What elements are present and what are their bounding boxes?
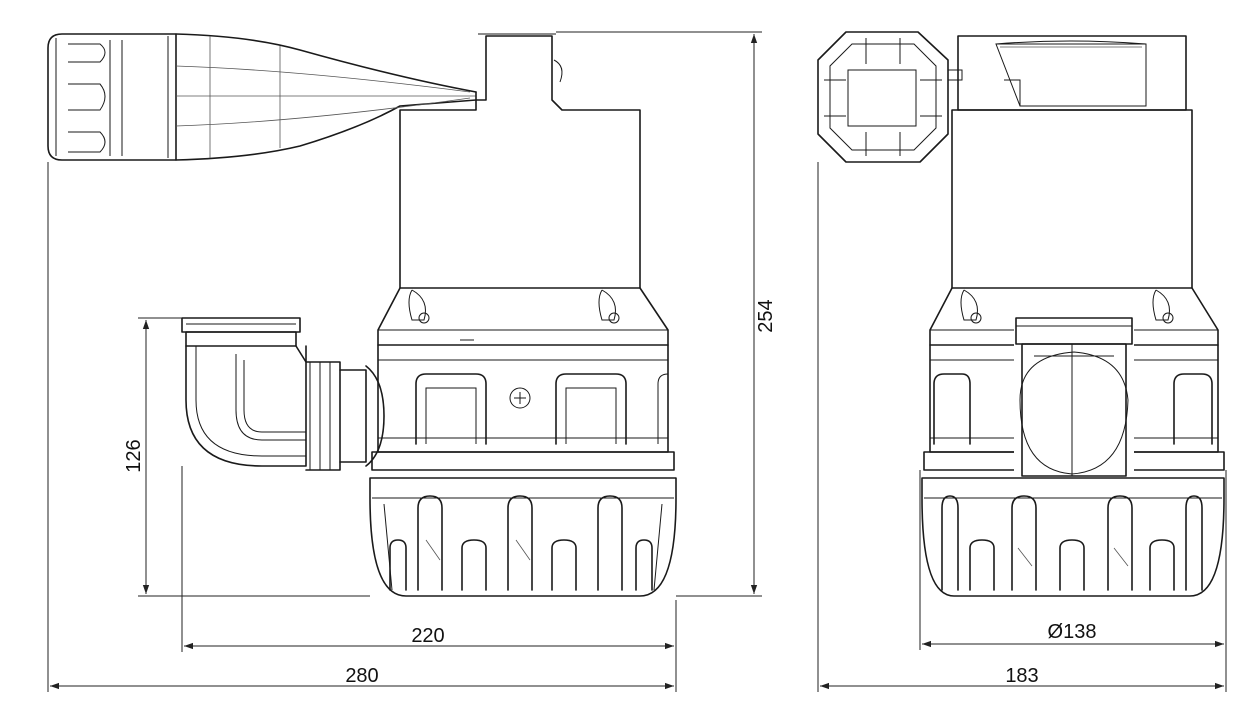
front-view: Ø138 183 — [817, 31, 1227, 692]
cable-end — [817, 31, 963, 163]
pump-body — [371, 344, 675, 471]
front-motor — [929, 109, 1219, 346]
front-strainer — [921, 477, 1225, 597]
motor-housing — [377, 33, 669, 346]
dim-diameter: Ø138 — [1048, 621, 1097, 643]
front-body — [923, 317, 1225, 480]
dim-base-width: 220 — [411, 625, 444, 647]
front-dimensions: Ø138 183 — [817, 162, 1227, 692]
side-view: 254 126 220 280 — [47, 31, 777, 692]
dim-total-height-side: 254 — [755, 299, 777, 332]
front-top-handle — [957, 35, 1187, 111]
cable-strain-relief — [47, 33, 477, 161]
dim-outlet-height: 126 — [123, 439, 145, 472]
strainer-base — [369, 477, 677, 597]
dim-total-width-front: 183 — [1005, 665, 1038, 687]
dim-total-width-side: 280 — [345, 665, 378, 687]
outlet-elbow — [181, 317, 385, 471]
side-dimensions: 254 126 220 280 — [47, 31, 777, 692]
